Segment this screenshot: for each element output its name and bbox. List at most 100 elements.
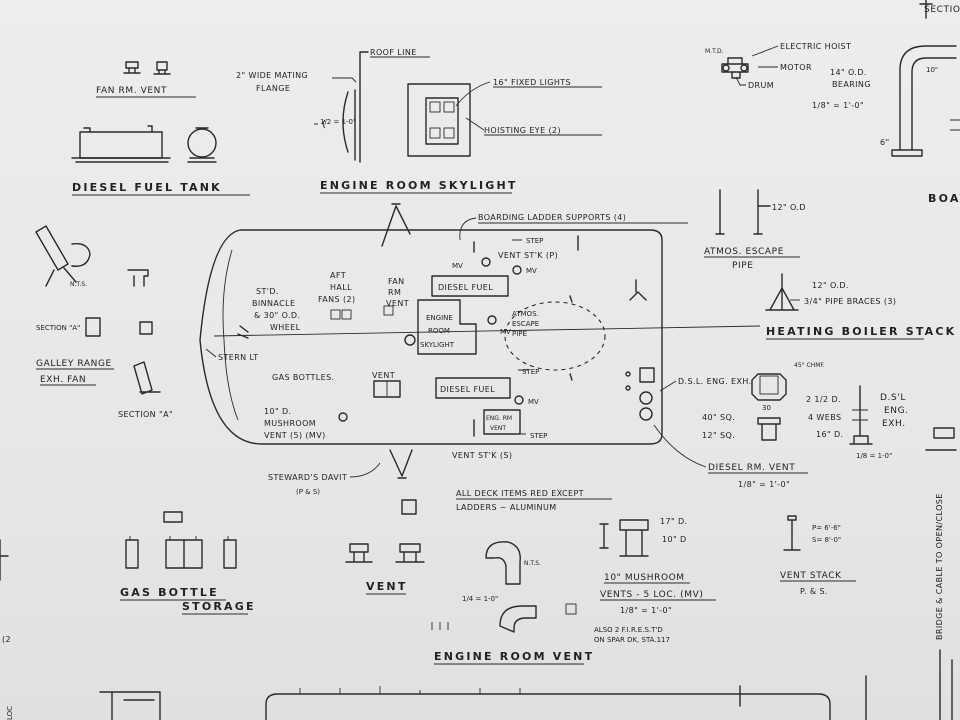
exh-scale: 1/8 = 1-0": [856, 452, 892, 460]
section-a-label: SECTION "A": [118, 410, 173, 419]
aft-hall-2: HALL: [330, 283, 352, 292]
step-label-2: STEP: [522, 368, 539, 376]
stern-lt-label: STERN LT: [218, 353, 259, 362]
boat-cut-label: BOAT: [928, 192, 960, 205]
vent-stack-ps: P. & S.: [800, 587, 828, 596]
two-half-d-label: 2 1/2 D.: [806, 395, 841, 404]
erv-scale: 1/4 = 1-0": [462, 595, 498, 603]
bottom-partial-drawings: LOC (2: [0, 539, 867, 720]
deck-items-note: ALL DECK ITEMS RED EXCEPT LADDERS ~ ALUM…: [456, 489, 612, 512]
ten-inch-label: 10": [926, 66, 938, 74]
eng-rm-vent-2: VENT: [490, 425, 506, 432]
atmos-escape-pipe-1: ATMOS. ESCAPE: [704, 247, 784, 257]
dsl-eng-exh-2-3: EXH.: [882, 419, 906, 429]
deck-skylight-1: ENGINE: [426, 314, 453, 322]
bearing-label-1: 14" O.D.: [830, 68, 867, 77]
diesel-fuel-tank-detail: DIESEL FUEL TANK: [71, 125, 250, 196]
diesel-fuel-box-1: DIESEL FUEL: [438, 283, 493, 292]
fixed-lights-label: 16" FIXED LIGHTS: [493, 78, 571, 87]
step-label-1: STEP: [526, 237, 543, 245]
mv-label-4: MV: [528, 398, 539, 406]
gas-bottle-title-2: STORAGE: [182, 600, 256, 613]
vent-stack-detail: P= 6'-6" S= 8'-0" VENT STACK P. & S.: [780, 515, 856, 596]
aft-hall-1: AFT: [330, 271, 346, 280]
side-left-label: (2: [2, 635, 11, 644]
vent-detail: VENT: [345, 543, 425, 595]
pipe-braces-label: 3/4" PIPE BRACES (3): [804, 297, 896, 306]
forty-five-chmf: 45° CHMF.: [794, 362, 825, 369]
vent-title: VENT: [366, 580, 408, 593]
vent-stk-s-label: VENT ST'K (S): [452, 451, 512, 460]
thirty-label: 30: [762, 404, 771, 412]
diesel-rm-vent-title: DIESEL RM. VENT: [708, 463, 795, 473]
engine-room-vent-detail: N.T.S. 1/4 = 1-0" ENGINE ROOM VENT: [431, 541, 592, 665]
ntd-label: N.T.S.: [524, 560, 541, 567]
mushroom-vents-title-2: VENTS - 5 LOC. (MV): [600, 590, 703, 600]
roof-line-section: ROOF LINE 2" WIDE MATING FLANGE 1/2 = 1-…: [236, 48, 430, 163]
dsl-eng-exh-2-2: ENG.: [884, 406, 909, 416]
engine-room-skylight-title: ENGINE ROOM SKYLIGHT: [320, 179, 518, 192]
vent-stk-p-label: VENT ST'K (P): [498, 251, 558, 260]
atmos-escape-3: PIPE: [512, 330, 527, 338]
gas-bottle-storage-detail: GAS BOTTLE STORAGE: [120, 511, 256, 615]
electric-hoist-label: ELECTRIC HOIST: [780, 42, 851, 51]
eng-rm-vent-1: ENG. RM: [486, 415, 512, 422]
fan-rm-vent-deck-3: VENT: [386, 299, 409, 308]
vent-stack-title: VENT STACK: [780, 571, 842, 581]
all-deck-note-2: LADDERS ~ ALUMINUM: [456, 503, 557, 512]
stbd-binnacle-4: WHEEL: [270, 323, 301, 332]
roof-line-label: ROOF LINE: [370, 48, 417, 57]
deck-skylight-3: SKYLIGHT: [420, 341, 455, 349]
stbd-binnacle-3: & 30" O.D.: [254, 311, 300, 320]
also-note-1: ALSO 2 F.I.R.E.S.T'D: [594, 626, 663, 634]
bridge-cable-note: BRIDGE & CABLE TO OPEN/CLOSE: [935, 493, 953, 720]
forty-sq-label: 40" SQ.: [702, 413, 735, 422]
loc-left-label: LOC: [6, 706, 14, 720]
davit-ps-label: (P & S): [296, 488, 320, 496]
seventeen-d-label: 17" D.: [660, 517, 688, 526]
also-note-2: ON SPAR DK, STA.117: [594, 636, 670, 644]
s-dim-label: S= 8'-0": [812, 536, 841, 544]
twelve-od-label-2: 12" O.D.: [812, 281, 849, 290]
step-label-3: STEP: [530, 432, 547, 440]
diesel-fuel-box-2: DIESEL FUEL: [440, 385, 495, 394]
twelve-od-label-1: 12" O.D: [772, 203, 806, 212]
aft-hall-3: FANS (2): [318, 295, 355, 304]
atmos-escape-1: ATMOS.: [512, 310, 539, 318]
diesel-vent-scale: 1/8" = 1'-0": [738, 480, 790, 489]
mtd-small: N.T.S.: [70, 281, 87, 288]
mushroom-vents-title-1: 10" MUSHROOM: [604, 573, 685, 583]
mushroom-vent-3: VENT (5) (MV): [264, 431, 326, 440]
heating-boiler-title: HEATING BOILER STACK: [766, 325, 956, 338]
dsl-eng-exh-2-1: D.S'L: [880, 393, 906, 403]
ten-d-label: 10" D: [662, 535, 687, 544]
stewards-davit-label: STEWARD'S DAVIT: [268, 473, 347, 482]
boarding-ladder-callout: BOARDING LADDER SUPPORTS (4) STEWARD'S D…: [268, 203, 688, 515]
four-webs-label: 4 WEBS: [808, 413, 841, 422]
sixteen-d-label: 16" D.: [816, 430, 844, 439]
section-top-label: SECTION: [924, 5, 960, 15]
bearing-label-2: BEARING: [832, 80, 871, 89]
six-inch-label: 6": [880, 138, 890, 147]
bridge-cable-label: BRIDGE & CABLE TO OPEN/CLOSE: [935, 493, 944, 640]
boarding-ladder-label: BOARDING LADDER SUPPORTS (4): [478, 213, 626, 222]
galley-range-detail: N.T.S. SECTION "A" GALLEY RANGE EXH. FAN…: [35, 225, 173, 419]
atmos-escape-pipe-2: PIPE: [732, 261, 754, 271]
all-deck-note-1: ALL DECK ITEMS RED EXCEPT: [456, 489, 584, 498]
fan-rm-vent-detail: FAN RM. VENT: [96, 61, 196, 98]
electric-hoist-detail: M.T.D. ELECTRIC HOIST MOTOR DRUM 14" O.D…: [705, 0, 960, 205]
mating-flange-label-2: FLANGE: [256, 84, 290, 93]
gas-bottle-title-1: GAS BOTTLE: [120, 586, 219, 599]
hoist-scale: 1/8" = 1'-0": [812, 101, 864, 110]
mv-label-2: MV: [526, 267, 537, 275]
mushroom-vent-2: MUSHROOM: [264, 419, 316, 428]
galley-range-label-1: GALLEY RANGE: [36, 359, 112, 369]
engine-room-skylight-plan: 16" FIXED LIGHTS HOISTING EYE (2) ENGINE…: [320, 78, 602, 194]
mushroom-scale: 1/8" = 1'-0": [620, 606, 672, 615]
drum-label: DRUM: [748, 81, 774, 90]
diesel-fuel-tank-title: DIESEL FUEL TANK: [72, 181, 222, 194]
mushroom-vents-detail: 17" D. 10" D 10" MUSHROOM VENTS - 5 LOC.…: [594, 517, 716, 644]
twelve-sq-label: 12" SQ.: [702, 431, 735, 440]
